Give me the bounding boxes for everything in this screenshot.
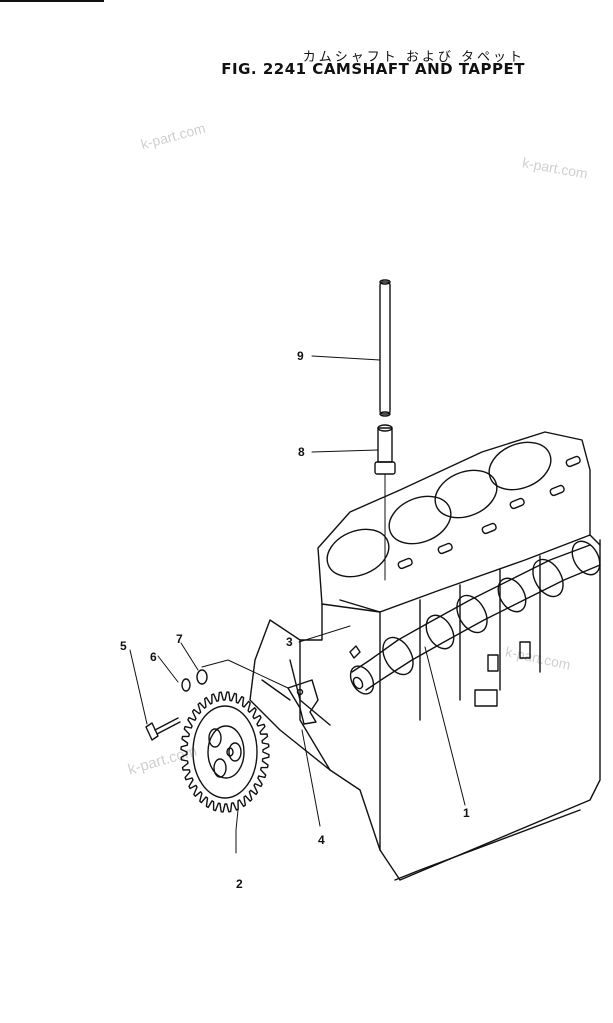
cam-gear-icon (180, 691, 270, 813)
callout-1-camshaft: 1 (463, 806, 470, 820)
callout-3-key: 3 (286, 635, 293, 649)
push-rod-icon (379, 279, 391, 417)
key-icon (349, 645, 361, 659)
thrust-plate-icon (287, 679, 319, 725)
figure-title-japanese: カムシャフト および タペット (302, 50, 525, 65)
callout-2-cam-gear: 2 (236, 877, 243, 891)
washer-icon (196, 669, 208, 685)
camshaft-icon (349, 540, 601, 695)
callout-5-bolt: 5 (120, 639, 127, 653)
spring-washer-icon (181, 678, 191, 692)
bolt-icon (145, 717, 181, 741)
callout-7-washer: 7 (176, 632, 183, 646)
callout-4-thrust-plate: 4 (318, 833, 325, 847)
corner-rule (0, 0, 104, 2)
figure-title: FIG. 2241 CAMSHAFT AND TAPPET (221, 60, 525, 78)
callout-8-tappet: 8 (298, 445, 305, 459)
callout-9-push-rod: 9 (297, 349, 304, 363)
tappet-icon (374, 424, 396, 475)
leader-lines (129, 355, 466, 854)
cylinder-block-icon (249, 431, 601, 881)
callout-6-spring-washer: 6 (150, 650, 157, 664)
